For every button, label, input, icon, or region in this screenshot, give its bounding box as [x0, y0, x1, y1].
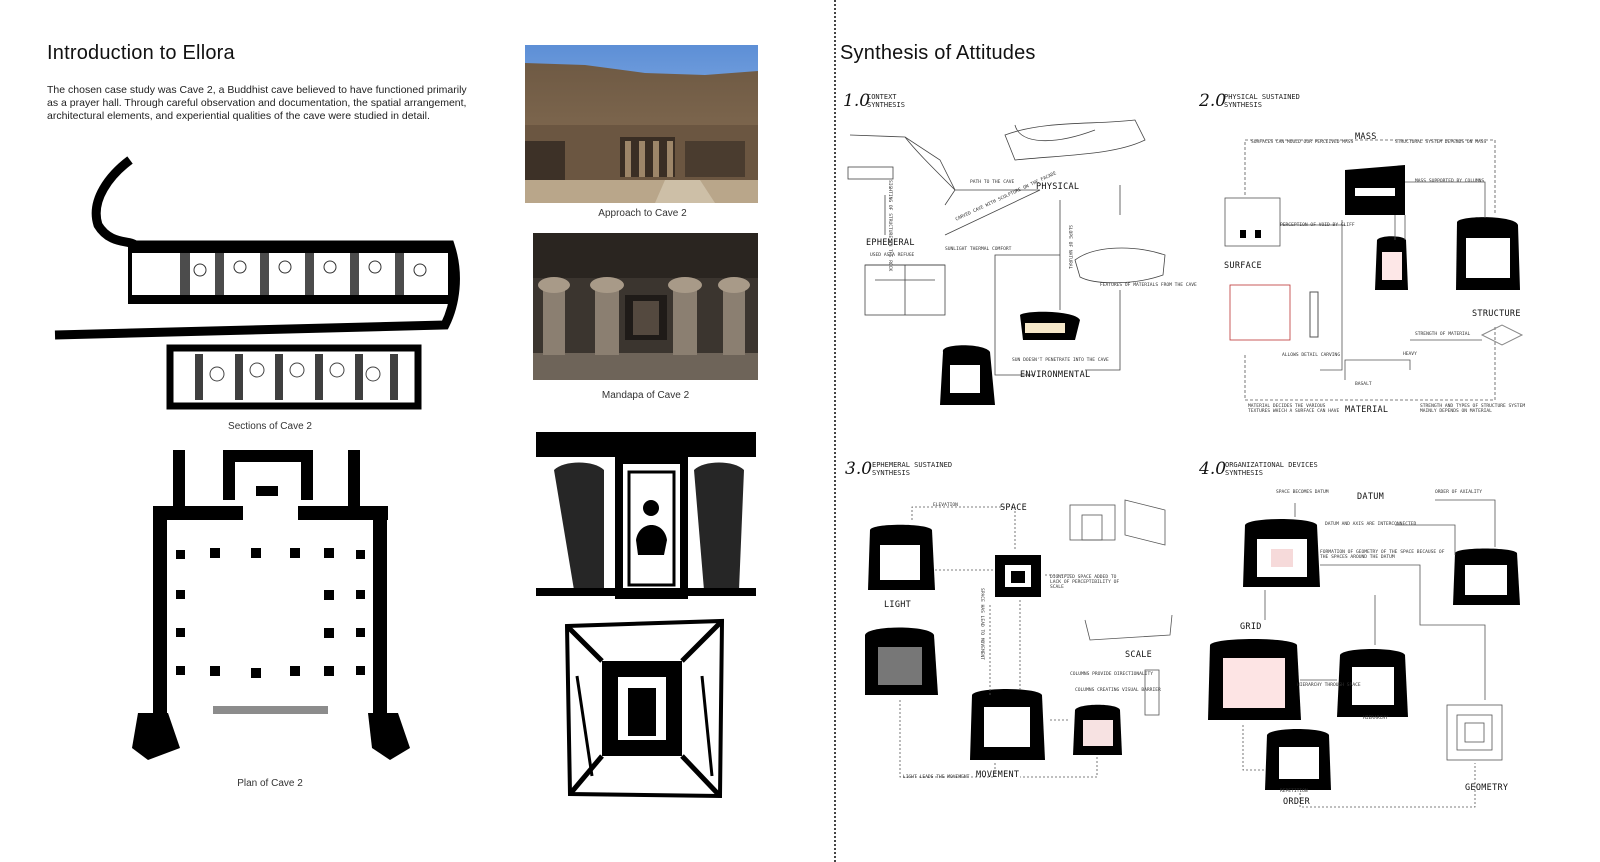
s2-note-4: PERCEPTION OF VOID BY CLIFF	[1280, 223, 1355, 228]
s3-space: SPACE	[1000, 503, 1028, 513]
s2-material: MATERIAL	[1345, 405, 1389, 415]
section-1-number: 1.0	[843, 91, 871, 111]
s2-note-1: SURFACES CAN MOULD OUR PERCEIVED MASS	[1251, 140, 1354, 145]
s4-order: ORDER	[1283, 797, 1311, 807]
s1-note-6: SLOPE OF NATURAL	[1067, 225, 1072, 270]
caption-plan: Plan of Cave 2	[237, 778, 303, 789]
s4-note-4: FORMATION OF GEOMETRY OF THE SPACE BECAU…	[1320, 550, 1445, 560]
s4-note-2: ORDER OF AXIALITY	[1435, 490, 1483, 495]
s2-note-3: MASS SUPPORTED BY COLUMNS	[1415, 179, 1485, 184]
section-2-number: 2.0	[1199, 91, 1227, 111]
caption-approach: Approach to Cave 2	[598, 208, 687, 219]
section-drawing-long	[54, 156, 460, 340]
s2-surface: SURFACE	[1224, 261, 1262, 271]
sketch-shrine	[536, 432, 756, 599]
s1-physical: PHYSICAL	[1036, 182, 1080, 192]
page-title-right: Synthesis of Attitudes	[840, 42, 1036, 64]
s2-note-5: STRENGTH OF MATERIAL	[1415, 332, 1471, 337]
s4-hierarchy: HIERARCHY	[1363, 716, 1388, 721]
s2-note-6: MATERIAL DECIDES THE VARIOUS TEXTURES WH…	[1248, 404, 1340, 414]
s3-note-5: LIGHT LEADS THE MOVEMENT	[903, 775, 970, 780]
section-3-diagram	[865, 499, 1173, 778]
s4-grid: GRID	[1240, 622, 1262, 632]
s1-note-3: USED AS A REFUGE	[870, 253, 915, 258]
s2-note-2: STRUCTURAL SYSTEM DEPENDS ON MASS	[1395, 140, 1487, 145]
plan-drawing	[132, 450, 410, 760]
s3-movement: MOVEMENT	[976, 770, 1020, 780]
s4-note-3: DATUM AND AXIS ARE INTERCONNECTED	[1325, 522, 1417, 527]
page-title-left: Introduction to Ellora	[47, 42, 235, 64]
s2-note-7: STRENGTH AND TYPES OF STRUCTURE SYSTEM M…	[1420, 404, 1526, 414]
s1-note-8: SUN DOESN'T PENETRATE INTO THE CAVE	[1012, 358, 1109, 363]
photo-approach	[525, 45, 758, 203]
s2-heavy: HEAVY	[1403, 352, 1417, 357]
section-4-number: 4.0	[1199, 459, 1227, 479]
s2-structure: STRUCTURE	[1472, 309, 1521, 319]
s3-light: LIGHT	[884, 600, 912, 610]
s1-environmental: ENVIRONMENTAL	[1020, 370, 1091, 380]
s4-repetition: REPETITION	[1280, 789, 1308, 794]
sketch-interior	[564, 618, 725, 799]
s3-note-6: SPACE HAS LEAD TO MOVEMENT	[979, 588, 984, 660]
s3-note-1: ELEVATION	[933, 503, 958, 508]
s3-scale: SCALE	[1125, 650, 1153, 660]
s4-note-1: SPACE BECOMES DATUM	[1276, 490, 1329, 495]
s1-note-1: PATH TO THE CAVE	[970, 180, 1015, 185]
section-3-number: 3.0	[845, 459, 873, 479]
section-1-diagram	[847, 119, 1166, 405]
photo-mandapa	[533, 233, 758, 380]
s1-note-7: FEATURES OF MATERIALS FROM THE CAVE	[1100, 283, 1197, 288]
caption-mandapa: Mandapa of Cave 2	[601, 390, 690, 401]
section-2-diagram	[1224, 139, 1524, 401]
s3-note-4: COLUMNS CREATING VISUAL BARRIER	[1075, 688, 1161, 693]
s4-note-5: HIERARCHY THROUGH SPACE	[1297, 683, 1361, 688]
page-divider	[834, 0, 836, 862]
s1-note-2: SUNLIGHT THERMAL COMFORT	[945, 247, 1012, 252]
s3-note-3: COLUMNS PROVIDE DIRECTIONALITY	[1070, 672, 1153, 677]
s2-carvings: ALLOWS DETAIL CARVING	[1282, 353, 1341, 358]
s4-datum: DATUM	[1357, 492, 1385, 502]
s3-note-2: DIGNIFIED SPACE ADDED TO LACK OF PERCEPT…	[1050, 575, 1120, 590]
section-drawing-short	[166, 344, 422, 410]
s2-basalt: BASALT	[1355, 382, 1372, 387]
s1-note-5: SIGHTING OF STRUCTURE IN THE ROCK	[887, 180, 892, 272]
s4-geometry: GEOMETRY	[1465, 783, 1509, 793]
caption-sections: Sections of Cave 2	[228, 421, 312, 432]
s1-ephemeral: EPHEMERAL	[866, 238, 915, 248]
section-4-diagram	[1208, 499, 1520, 808]
s2-mass: MASS	[1355, 132, 1377, 142]
intro-paragraph: The chosen case study was Cave 2, a Budd…	[47, 84, 467, 122]
